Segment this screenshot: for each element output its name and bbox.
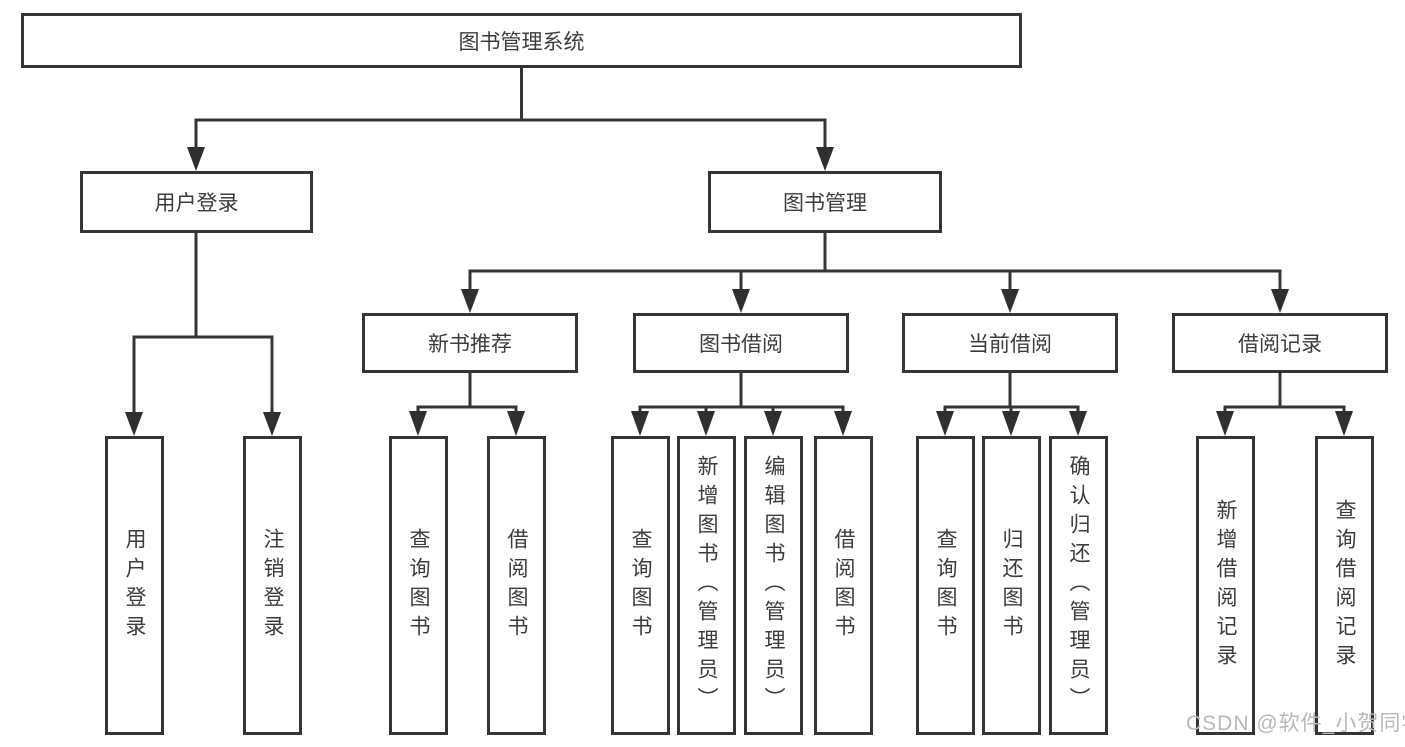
leaf-bb-edit-book-admin-label: 编辑图书（管理员） [762, 455, 786, 716]
leaf-cb-return-book: 归还图书 [982, 436, 1041, 735]
node-current-borrow: 当前借阅 [902, 313, 1118, 373]
leaf-nb-borrow-book: 借阅图书 [487, 436, 546, 735]
node-book-borrow: 图书借阅 [633, 313, 849, 373]
leaf-bb-borrow-book: 借阅图书 [814, 436, 873, 735]
node-library-management-system: 图书管理系统 [21, 13, 1022, 68]
leaf-bb-query-book: 查询图书 [611, 436, 670, 735]
node-borrow-records: 借阅记录 [1172, 313, 1388, 373]
leaf-cb-confirm-return-admin-label: 确认归还（管理员） [1067, 455, 1091, 716]
leaf-br-query-record: 查询借阅记录 [1315, 436, 1374, 735]
leaf-logout-label: 注销登录 [261, 527, 285, 644]
node-user-login: 用户登录 [80, 171, 313, 233]
csdn-watermark: CSDN @软件_小贺同学 [1186, 712, 1405, 735]
leaf-nb-query-book-label: 查询图书 [407, 527, 431, 644]
leaf-cb-confirm-return-admin: 确认归还（管理员） [1049, 436, 1108, 735]
leaf-logout: 注销登录 [243, 436, 302, 735]
node-book-management: 图书管理 [708, 171, 942, 233]
leaf-bb-add-book-admin-label: 新增图书（管理员） [695, 455, 719, 716]
leaf-bb-edit-book-admin: 编辑图书（管理员） [744, 436, 803, 735]
leaf-bb-query-book-label: 查询图书 [629, 527, 653, 644]
leaf-cb-query-book-label: 查询图书 [934, 527, 958, 644]
leaf-cb-return-book-label: 归还图书 [1000, 527, 1024, 644]
leaf-cb-query-book: 查询图书 [916, 436, 975, 735]
node-new-book-recommend: 新书推荐 [362, 313, 578, 373]
leaf-bb-borrow-book-label: 借阅图书 [832, 527, 856, 644]
leaf-br-add-record-label: 新增借阅记录 [1214, 498, 1238, 673]
leaf-user-login-label: 用户登录 [123, 527, 147, 644]
leaf-user-login: 用户登录 [105, 436, 164, 735]
leaf-bb-add-book-admin: 新增图书（管理员） [677, 436, 736, 735]
leaf-nb-query-book: 查询图书 [389, 436, 448, 735]
leaf-br-add-record: 新增借阅记录 [1196, 436, 1255, 735]
leaf-br-query-record-label: 查询借阅记录 [1333, 498, 1357, 673]
leaf-nb-borrow-book-label: 借阅图书 [505, 527, 529, 644]
